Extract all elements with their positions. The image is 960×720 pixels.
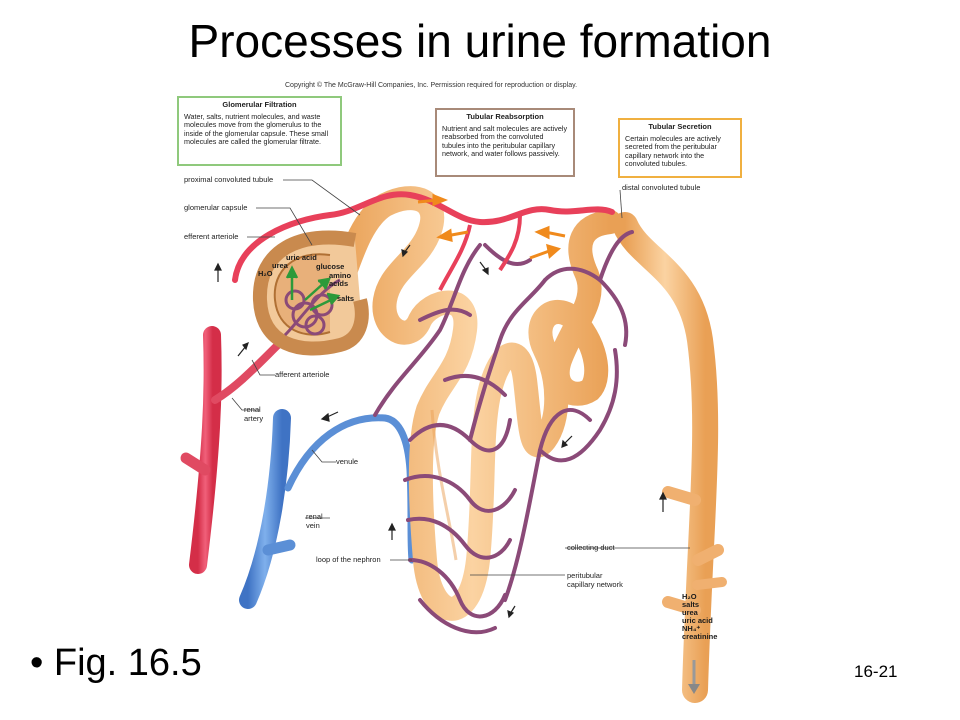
label-collecting-duct: collecting duct [567,543,615,552]
filtrate-uric-acid: uric acid [286,253,317,262]
tubular-secretion-box: Tubular Secretion Certain molecules are … [618,118,742,178]
urine-item: salts [682,600,700,609]
urine-item: NH₄⁺ [682,624,701,633]
filtrate-h2o: H₂O [258,269,273,278]
slide-title: Processes in urine formation [188,15,772,67]
label-distal-tubule: distal convoluted tubule [622,183,701,192]
label-venule: venule [336,457,359,466]
glomerular-filtration-heading: Glomerular Filtration [222,100,297,109]
copyright-notice: Copyright © The McGraw-Hill Companies, I… [285,82,578,89]
filtration-arrows [285,265,341,312]
tubular-reabsorption-heading: Tubular Reabsorption [466,112,544,121]
glomerulus [283,278,341,337]
slide-number: 16-21 [854,662,898,681]
leader-lines [231,179,690,576]
reabsorption-arrows [417,193,566,260]
tubular-secretion-heading: Tubular Secretion [648,122,712,131]
urine-item: creatinine [682,632,718,641]
urine-item: uric acid [682,616,713,625]
renal-vein [239,409,416,609]
label-renal-artery: renal artery [244,405,264,423]
figure-reference: Fig. 16.5 [53,642,202,684]
urine-item: urea [682,608,698,617]
glomerular-filtration-text: Water, salts, nutrient molecules, and wa… [184,111,329,147]
collecting-duct [612,212,727,703]
label-glomerular-capsule: glomerular capsule [184,203,248,212]
urine-item: H₂O [682,592,697,601]
tubular-reabsorption-text: Nutrient and salt molecules are actively… [442,123,568,159]
figure-bullet: • Fig. 16.5 [30,642,202,684]
nephron-tubule [323,186,622,621]
label-loop-of-nephron: loop of the nephron [316,555,381,564]
label-afferent-arteriole: afferent arteriole [275,370,330,379]
label-proximal-tubule: proximal convoluted tubule [184,175,274,184]
filtrate-amino-acids: amino acids [329,271,352,288]
tubular-secretion-text: Certain molecules are actively secreted … [625,133,721,169]
filtrate-urea: urea [272,261,288,270]
label-peritubular-network: peritubular capillary network [567,571,623,589]
flow-arrows [214,244,667,619]
tubular-reabsorption-box: Tubular Reabsorption Nutrient and salt m… [435,108,575,177]
label-efferent-arteriole: efferent arteriole [184,232,239,241]
label-renal-vein: renal vein [306,512,323,530]
glomerular-filtration-box: Glomerular Filtration Water, salts, nutr… [177,96,342,166]
filtrate-glucose: glucose [316,262,345,271]
filtrate-salts: salts [337,294,355,303]
urine-outflow-arrow [688,660,700,694]
